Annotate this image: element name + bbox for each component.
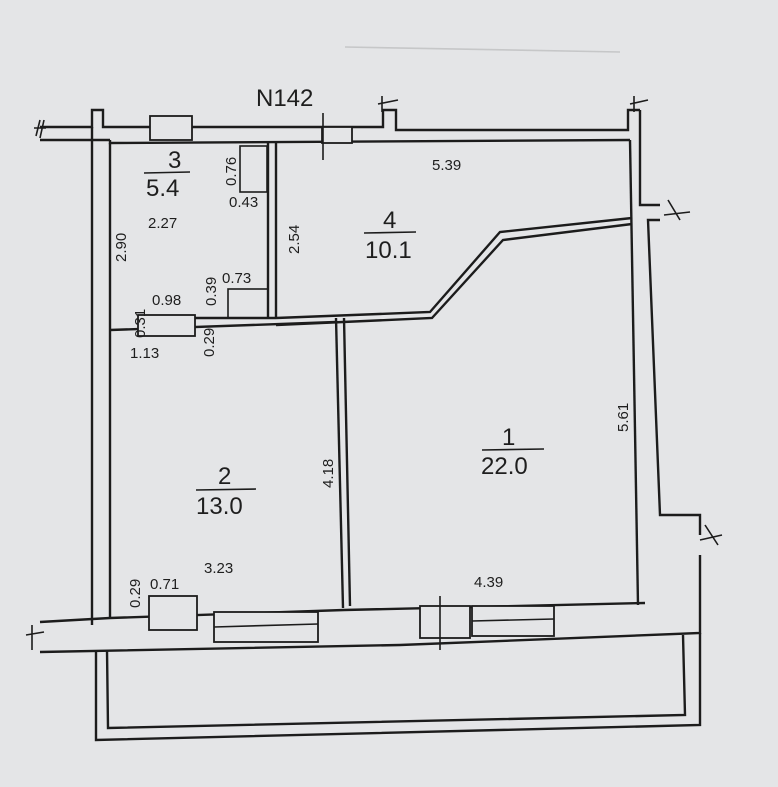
- room-1-area: 22.0: [481, 453, 528, 480]
- dim-niche-offset: 0.39: [203, 277, 220, 306]
- room-2-area: 13.0: [196, 493, 243, 520]
- dim-middle-wall-height: 4.18: [320, 459, 337, 488]
- dim-bottom-left-width: 3.23: [204, 560, 233, 577]
- dim-vent-side: 0.31: [132, 309, 149, 338]
- dim-vent-width: 0.98: [152, 292, 181, 309]
- dim-niche-width: 0.73: [222, 270, 251, 287]
- vent-block: [137, 314, 196, 337]
- shaft: [239, 145, 268, 193]
- dim-right-height: 5.61: [615, 403, 632, 432]
- outer-walls: [39, 108, 702, 742]
- room-1-number: 1: [502, 424, 515, 451]
- room-3-number: 3: [168, 147, 181, 174]
- plan-title: N142: [256, 85, 313, 112]
- dim-shaft-height: 0.76: [223, 157, 240, 186]
- interior-walls: [109, 143, 633, 609]
- dim-column-height: 0.29: [127, 579, 144, 608]
- top-window: [149, 115, 193, 141]
- top-opening: [321, 126, 353, 144]
- dim-corridor-width: 1.13: [130, 345, 159, 362]
- room-2-number: 2: [218, 463, 231, 490]
- dim-shaft-width: 0.43: [229, 194, 258, 211]
- dim-room3-height: 2.90: [113, 233, 130, 262]
- room-4-area: 10.1: [365, 237, 412, 264]
- room-4-number: 4: [383, 207, 396, 234]
- break-marks: [25, 96, 723, 650]
- dim-room3-width: 2.27: [148, 215, 177, 232]
- faint-mark: [344, 46, 621, 53]
- dim-top-right-width: 5.39: [432, 157, 461, 174]
- dim-bottom-right-width: 4.39: [474, 574, 503, 591]
- dim-vent-bottom: 0.29: [201, 328, 218, 357]
- column: [148, 595, 198, 631]
- door-opening: [419, 605, 471, 639]
- dim-room4-height: 2.54: [286, 225, 303, 254]
- windows: [137, 113, 555, 650]
- niche: [227, 288, 269, 319]
- room-3-area: 5.4: [146, 175, 179, 202]
- dim-column-width: 0.71: [150, 576, 179, 593]
